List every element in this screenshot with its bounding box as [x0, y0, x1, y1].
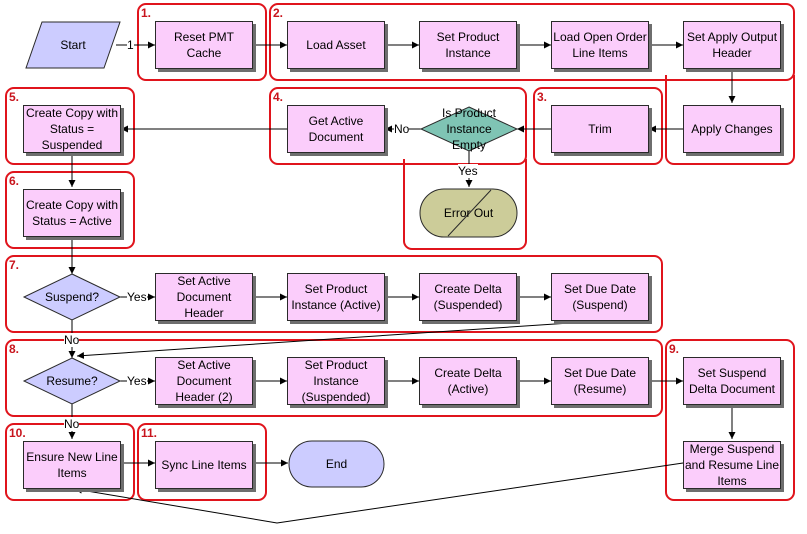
- load-asset-node: Load Asset: [287, 21, 385, 69]
- edge-label-resume-no: No: [64, 417, 80, 431]
- group-10-number: 10.: [9, 426, 26, 440]
- group-9-frame: [665, 339, 795, 501]
- group-6-frame: [5, 171, 135, 249]
- suspend-diamond: [22, 273, 122, 321]
- get-active-document-node: Get Active Document: [287, 105, 385, 153]
- group-4-number: 4.: [273, 90, 284, 104]
- ensure-new-line-items-node: Ensure New Line Items: [23, 441, 121, 489]
- set-active-document-header-2-node: Set Active Document Header (2): [155, 357, 253, 405]
- group-1-frame: [137, 3, 267, 81]
- group-11-frame: [137, 423, 267, 501]
- group-3-number: 3.: [537, 90, 548, 104]
- sync-line-items-node: Sync Line Items: [155, 441, 253, 489]
- group-5-number: 5.: [9, 90, 20, 104]
- trim-node: Trim: [551, 105, 649, 153]
- group-1-number: 1.: [141, 6, 152, 20]
- set-due-date-resume-node: Set Due Date (Resume): [551, 357, 649, 405]
- edge-label-start-reset: 1: [127, 38, 134, 52]
- error-out-node: [419, 188, 518, 238]
- group-11-number: 11.: [141, 426, 158, 440]
- edge-merge-to-ensure: [74, 462, 684, 524]
- end-label: End: [325, 457, 348, 471]
- group-5-frame: [5, 87, 135, 165]
- group-4-frame: [269, 87, 527, 165]
- group-8-number: 8.: [9, 342, 20, 356]
- merge-suspend-resume-node: Merge Suspend and Resume Line Items: [683, 441, 781, 489]
- is-product-instance-empty-diamond: [419, 106, 519, 152]
- group-2-extension-frame: [665, 75, 795, 165]
- error-out-label: Error Out: [443, 206, 494, 220]
- group-2-frame: [269, 3, 795, 81]
- edge-label-resume-yes: Yes: [127, 374, 147, 388]
- resume-label: Resume?: [46, 374, 98, 388]
- set-apply-output-header-node: Set Apply Output Header: [683, 21, 781, 69]
- create-copy-suspended-node: Create Copy with Status = Suspended: [23, 105, 121, 153]
- set-suspend-delta-document-node: Set Suspend Delta Document: [683, 357, 781, 405]
- set-due-date-suspend-node: Set Due Date (Suspend): [551, 273, 649, 321]
- reset-pmt-cache-node: Reset PMT Cache: [155, 21, 253, 69]
- group-7-number: 7.: [9, 258, 20, 272]
- group-2-number: 2.: [273, 6, 284, 20]
- create-copy-active-node: Create Copy with Status = Active: [23, 189, 121, 237]
- group-4-extension-frame: [403, 159, 527, 250]
- edge-label-empty-yes: Yes: [458, 164, 478, 178]
- set-active-document-header-node: Set Active Document Header: [155, 273, 253, 321]
- suspend-label: Suspend?: [44, 290, 100, 304]
- start-node: [25, 21, 121, 69]
- set-product-instance-node: Set Product Instance: [419, 21, 517, 69]
- group-8-frame: [5, 339, 663, 417]
- set-product-instance-active-node: Set Product Instance (Active): [287, 273, 385, 321]
- set-product-instance-suspended-node: Set Product Instance (Suspended): [287, 357, 385, 405]
- group-3-frame: [533, 87, 663, 165]
- is-product-instance-empty-label: Is Product Instance Empty: [441, 106, 497, 152]
- apply-changes-node: Apply Changes: [683, 105, 781, 153]
- edge-label-empty-no: No: [394, 122, 410, 136]
- create-delta-active-node: Create Delta (Active): [419, 357, 517, 405]
- end-node: [288, 440, 385, 488]
- create-delta-suspended-node: Create Delta (Suspended): [419, 273, 517, 321]
- load-open-order-line-items-node: Load Open Order Line Items: [551, 21, 649, 69]
- resume-diamond: [22, 357, 122, 405]
- group-7-frame: [5, 255, 663, 333]
- error-out-slash: [447, 189, 492, 237]
- group-6-number: 6.: [9, 174, 20, 188]
- edge-due-suspend-to-resume: [76, 320, 601, 360]
- start-label: Start: [60, 38, 86, 52]
- group-9-number: 9.: [669, 342, 680, 356]
- edge-label-suspend-no: No: [64, 333, 80, 347]
- edge-label-suspend-yes: Yes: [127, 290, 147, 304]
